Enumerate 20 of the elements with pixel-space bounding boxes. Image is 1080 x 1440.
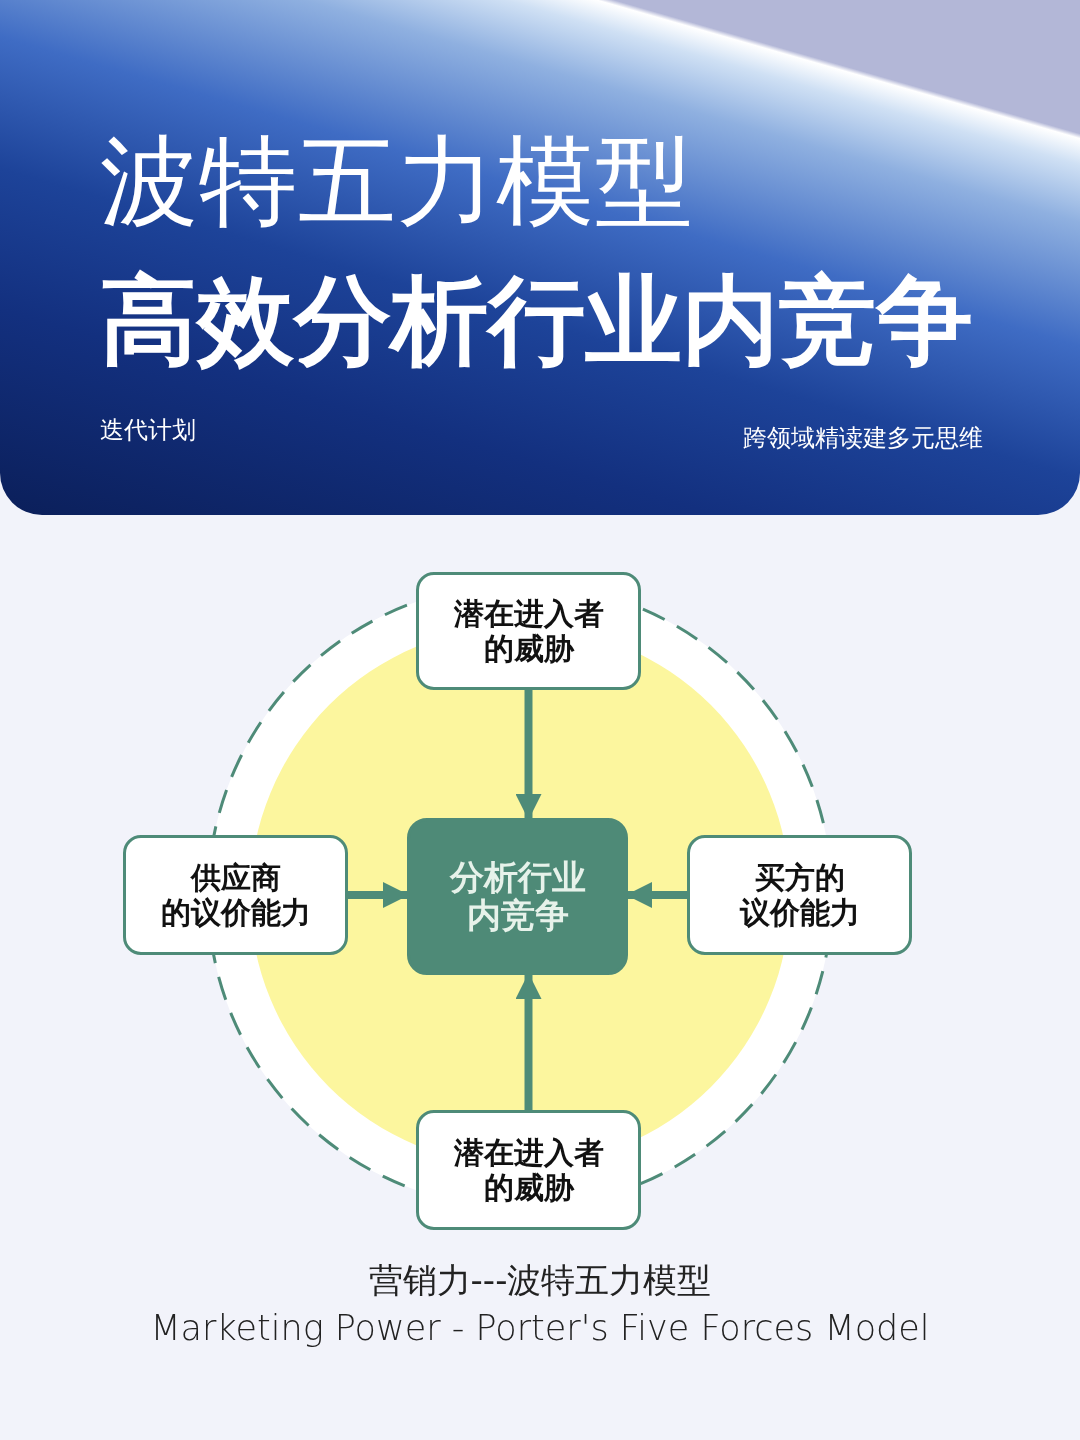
force-box [123, 835, 348, 955]
slogan-label: 跨领域精读建多元思维 [743, 423, 983, 454]
node-label: 供应商的议价能力 [160, 859, 311, 931]
title: 波特五力模型 [100, 128, 694, 236]
arrow [348, 882, 409, 908]
node-label: 分析行业内竞争 [449, 859, 586, 934]
node-label: 潜在进入者的威胁 [453, 1134, 604, 1206]
force-box [416, 572, 641, 690]
caption-english: Marketing Power - Porter's Five Forces Model [150, 1308, 930, 1348]
node-label: 买方的议价能力 [739, 859, 860, 931]
force-box [416, 1110, 641, 1230]
arrow [515, 690, 542, 820]
node-label: 潜在进入者的威胁 [453, 595, 604, 667]
force-box [687, 835, 912, 955]
arrow [515, 973, 542, 1110]
caption: 营销力---波特五力模型 [368, 1260, 712, 1300]
arrow [626, 882, 687, 908]
subtitle: 高效分析行业内竞争 [100, 268, 973, 375]
series-label: 迭代计划 [100, 415, 196, 446]
center-box [407, 818, 628, 975]
